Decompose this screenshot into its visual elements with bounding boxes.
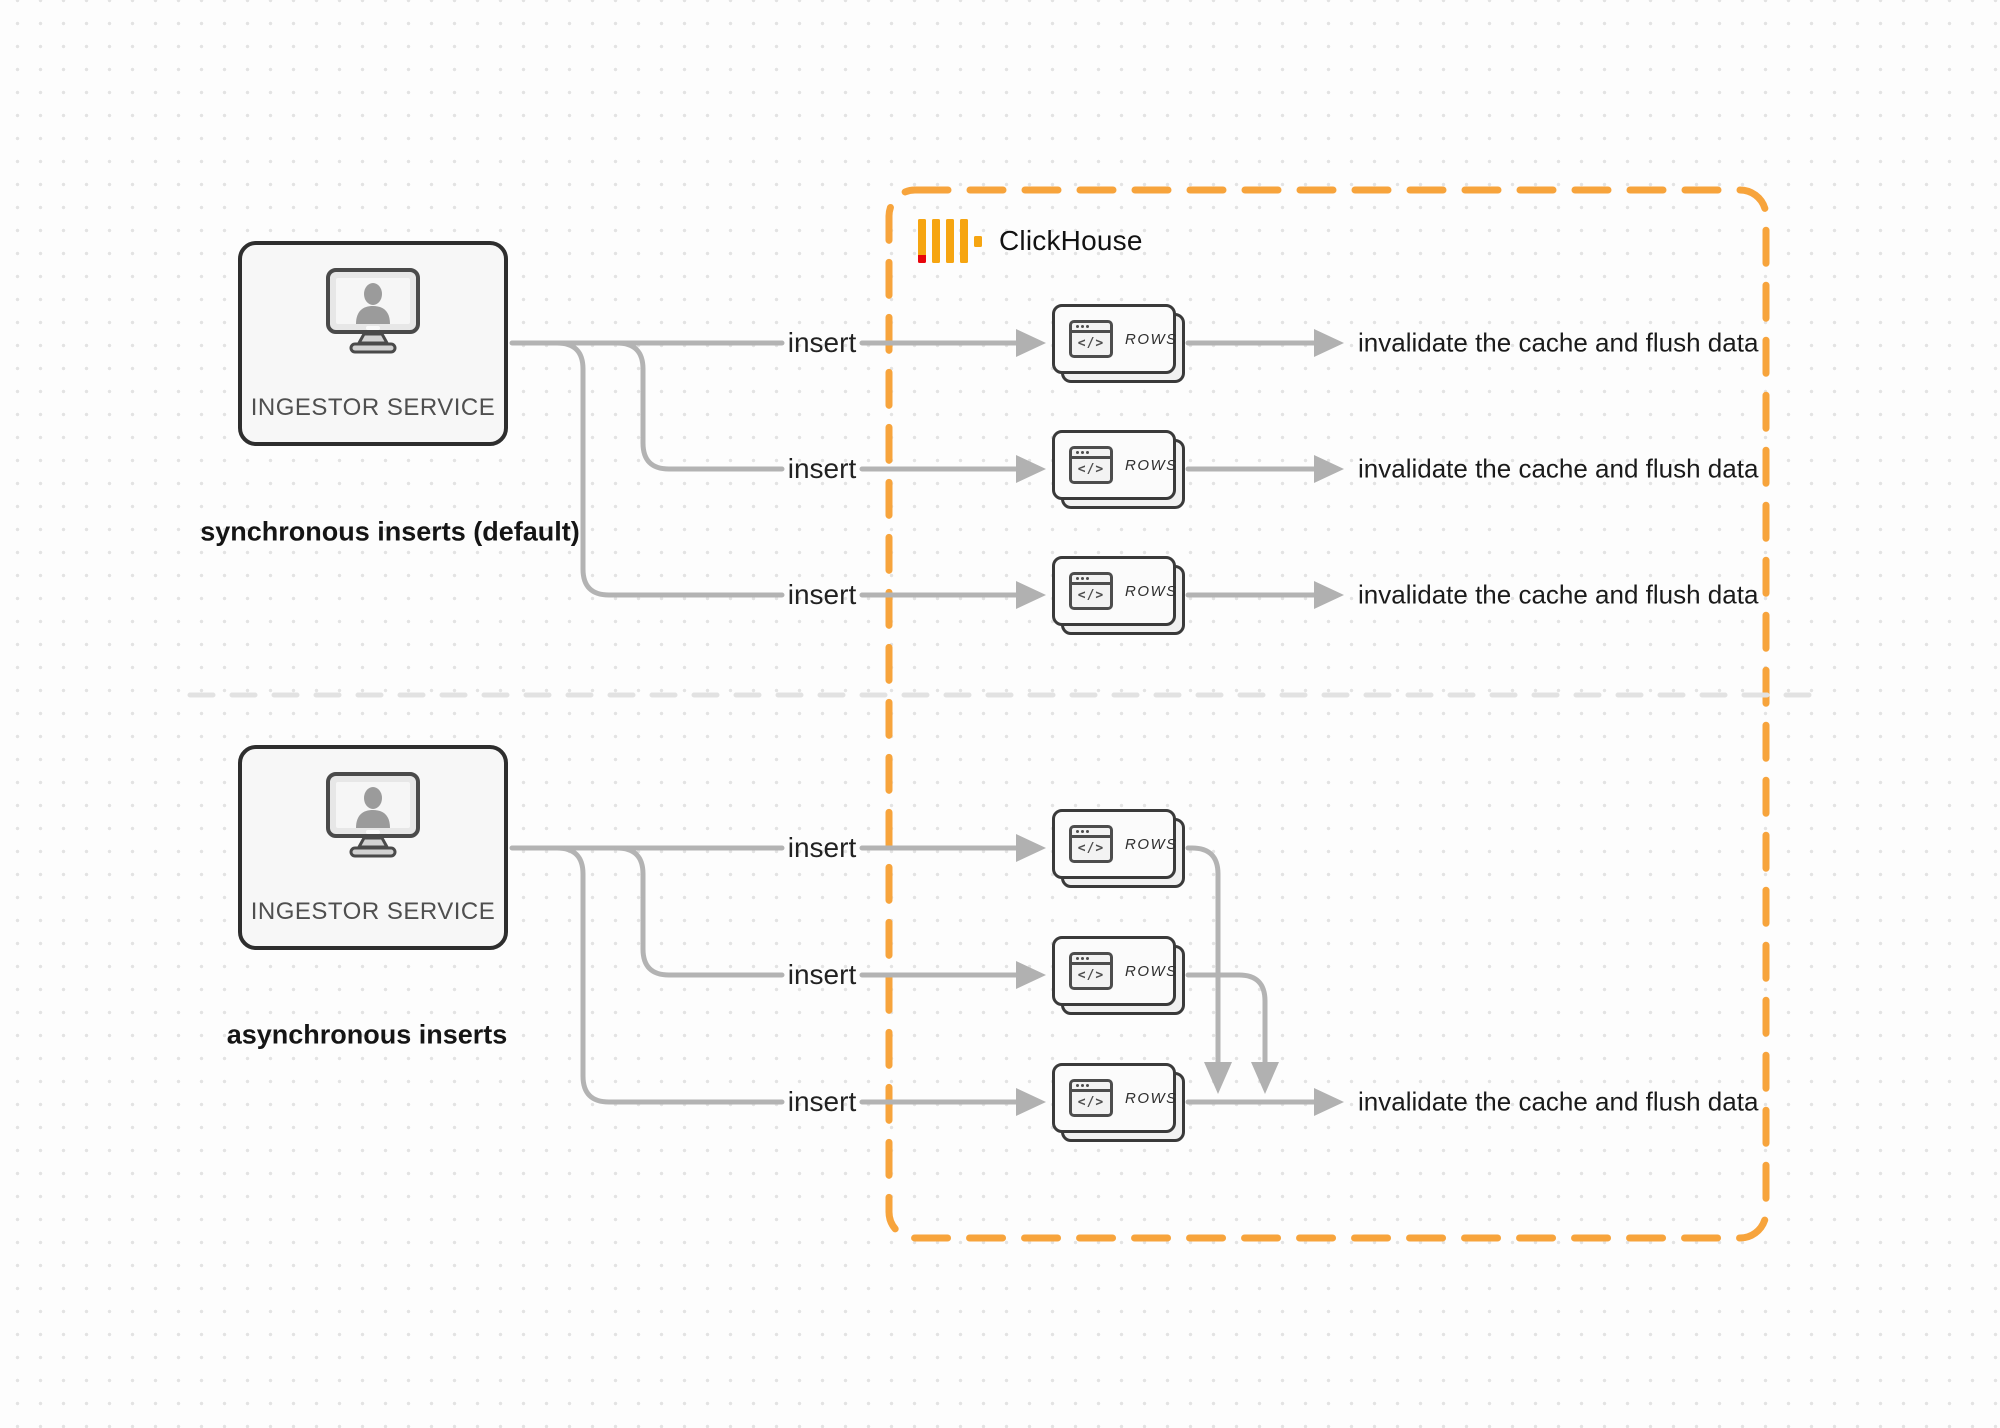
rows-node-label: ROWS	[1125, 330, 1178, 348]
rows-node: </> ROWS	[1052, 809, 1185, 888]
section-caption-async: asynchronous inserts	[226, 1019, 508, 1050]
rows-node: </> ROWS	[1052, 1063, 1185, 1142]
rows-node-label: ROWS	[1125, 835, 1178, 853]
code-window-icon: </>	[1069, 320, 1113, 358]
ingestor-service-box-sync: INGESTOR SERVICE	[238, 241, 508, 446]
insert-label: insert	[787, 327, 857, 358]
insert-label: insert	[787, 832, 857, 863]
rows-node: </> ROWS	[1052, 936, 1185, 1015]
code-window-icon: </>	[1069, 825, 1113, 863]
rows-node-label: ROWS	[1125, 582, 1178, 600]
arrowheads	[1016, 329, 1344, 1116]
user-monitor-icon	[326, 772, 420, 858]
code-window-icon: </>	[1069, 446, 1113, 484]
rows-node-label: ROWS	[1125, 456, 1178, 474]
code-window-icon: </>	[1069, 1079, 1113, 1117]
rows-node: </> ROWS	[1052, 304, 1185, 383]
clickhouse-logo: ClickHouse	[918, 219, 1143, 263]
code-window-icon: </>	[1069, 572, 1113, 610]
user-monitor-icon	[326, 268, 420, 354]
ingestor-service-label: INGESTOR SERVICE	[250, 394, 496, 421]
insert-label: insert	[787, 959, 857, 990]
rows-node: </> ROWS	[1052, 430, 1185, 509]
insert-label: insert	[787, 579, 857, 610]
rows-node-label: ROWS	[1125, 1089, 1178, 1107]
result-label: invalidate the cache and flush data	[1358, 453, 1759, 484]
clickhouse-logo-icon	[918, 219, 982, 263]
insert-label: insert	[787, 453, 857, 484]
insert-label: insert	[787, 1086, 857, 1117]
ingestor-service-box-async: INGESTOR SERVICE	[238, 745, 508, 950]
section-caption-sync: synchronous inserts (default)	[200, 516, 580, 547]
result-label: invalidate the cache and flush data	[1358, 1086, 1759, 1117]
rows-node: </> ROWS	[1052, 556, 1185, 635]
result-label: invalidate the cache and flush data	[1358, 579, 1759, 610]
code-window-icon: </>	[1069, 952, 1113, 990]
clickhouse-cluster-frame	[885, 186, 1770, 1242]
flow-lines	[509, 340, 1317, 1105]
result-label: invalidate the cache and flush data	[1358, 327, 1759, 358]
ingestor-service-label: INGESTOR SERVICE	[250, 898, 496, 925]
clickhouse-wordmark: ClickHouse	[999, 225, 1143, 256]
rows-node-label: ROWS	[1125, 962, 1178, 980]
